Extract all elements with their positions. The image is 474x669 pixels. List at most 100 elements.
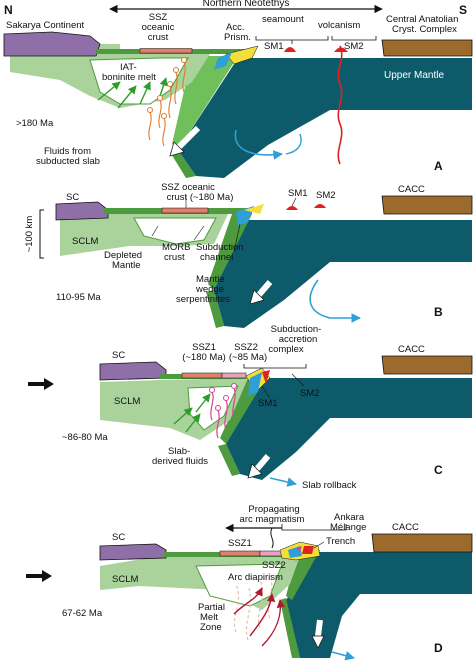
ankara-label-2: Mélange (330, 522, 366, 533)
sm1-label: SM1 (264, 41, 284, 52)
sc-block (55, 201, 109, 221)
sclm-label: SCLM (72, 236, 98, 247)
sclm-label: SCLM (114, 396, 140, 407)
volcanism-line (337, 45, 343, 165)
partial-melt-label: Partial (198, 602, 225, 613)
acc-prism-label: Acc. (226, 22, 244, 33)
slab-rollback-arrow (269, 477, 297, 487)
cacc-label: CACC (398, 344, 425, 355)
ocean-label: Northern Neotethys (203, 0, 290, 9)
sm1-label: SM1 (288, 188, 308, 199)
mantle-flow-arrow (309, 279, 361, 323)
ssz2-age-label: (~85 Ma) (229, 352, 267, 363)
panel-b-letter: B (434, 305, 443, 319)
ssz-label: SSZ (149, 12, 168, 23)
upper-mantle-label: Upper Mantle (384, 70, 444, 81)
sm2-label: SM2 (316, 190, 336, 201)
upper-mantle-slab (178, 58, 472, 178)
mantle-flow-arrow (234, 129, 283, 160)
ssz-label: SSZ oceanic (161, 182, 215, 193)
channel-label: Subduction (196, 242, 244, 253)
ssz1-age-label: (~180 Ma) (182, 352, 226, 363)
sm2-label: SM2 (344, 41, 364, 52)
volcanism-label: volcanism (318, 20, 360, 31)
cacc-block (381, 355, 473, 375)
melt-droplets (147, 57, 187, 119)
complex-label-2: accretion (279, 334, 318, 345)
slab-motion-arrow (249, 289, 265, 305)
ssz2-crust-strip (221, 372, 247, 379)
slab-fluid-paths (210, 387, 236, 439)
morb-label: MORB (162, 242, 191, 253)
sm1-label: SM1 (258, 398, 278, 409)
panel-d-age: 67-62 Ma (62, 608, 103, 619)
panel-b-age: 110-95 Ma (56, 292, 101, 303)
wedge-label-3: serpentinites (176, 294, 230, 305)
propagating-label-2: arc magmatism (240, 514, 305, 525)
sakarya-continent-block (3, 31, 101, 57)
scale-bar (39, 209, 44, 259)
ssz1-crust-strip (219, 550, 261, 557)
panel-b: ~100 km SC SCLM SSZ oceanic crust (~180 … (24, 182, 473, 328)
wedge-label: Mantle (196, 274, 225, 285)
panel-a-age: >180 Ma (16, 118, 54, 129)
cacc-block (371, 533, 473, 553)
convergence-arrow (42, 570, 52, 582)
green-arrow (185, 413, 201, 433)
mantle-flow-arrow (331, 651, 355, 661)
ssz-crust-strip (161, 207, 209, 214)
ssz2-crust-strip (259, 550, 283, 557)
depleted-mantle-label-2: Mantle (112, 260, 141, 271)
subducting-crust (220, 378, 266, 444)
cacc-block (381, 195, 473, 215)
sc-label: SC (66, 192, 79, 203)
panel-d: Propagating arc magmatism Ankara Mélange… (26, 504, 473, 661)
slab-motion-arrow (311, 635, 325, 649)
complex-label-3: complex (268, 344, 304, 355)
cacc-label-2: Cryst. Complex (392, 24, 457, 35)
sc-block (99, 543, 167, 561)
scale-label: ~100 km (24, 216, 35, 253)
iat-melt-label-2: boninite melt (102, 72, 156, 83)
diapir-arrow (249, 593, 276, 637)
sclm-label: SCLM (112, 574, 138, 585)
header: N S Northern Neotethys (4, 0, 467, 17)
diapir-arrow (261, 599, 286, 647)
diapirism-label: Arc diapirism (228, 572, 283, 583)
seamount-2 (314, 204, 326, 208)
south-label: S (459, 3, 467, 17)
slab-motion-arrow (169, 141, 185, 157)
green-arrow (195, 393, 211, 413)
green-arrow (159, 77, 168, 97)
propagating-label: Propagating (248, 504, 299, 515)
sc-block (99, 361, 167, 381)
partial-melt-label-2: Melt (200, 612, 218, 623)
fluid-melt-paths (148, 61, 186, 147)
cacc-label: Central Anatolian (386, 14, 458, 25)
ssz-label-3: crust (148, 32, 169, 43)
diapir-arrow (233, 587, 263, 615)
melt-droplets (209, 383, 237, 411)
panel-d-letter: D (434, 641, 443, 655)
subducting-crust (286, 550, 320, 600)
subducting-crust (208, 214, 252, 290)
fluids-label-2: subducted slab (36, 156, 100, 167)
acc-prism-label-2: Prism. (224, 32, 251, 43)
iat-melt-label: IAT- (120, 62, 137, 73)
panel-c-age: ~86-80 Ma (62, 432, 108, 443)
ankara-label: Ankara (334, 512, 365, 523)
accretionary-prism-block (225, 45, 259, 65)
sakarya-label: Sakarya Continent (6, 20, 85, 31)
ssz2-label: SSZ2 (262, 560, 286, 571)
seamount-1 (284, 47, 296, 52)
panel-a: Sakarya Continent SSZ oceanic crust Acc.… (3, 12, 473, 178)
slab-fluids-label-2: derived fluids (152, 456, 208, 467)
north-label: N (4, 3, 13, 17)
panel-a-letter: A (434, 159, 443, 173)
channel-label-2: channel (200, 252, 233, 263)
sc-label: SC (112, 532, 125, 543)
convergence-arrow (44, 378, 54, 390)
partial-melt-label-3: Zone (200, 622, 222, 633)
wedge-label-2: wedge (195, 284, 224, 295)
